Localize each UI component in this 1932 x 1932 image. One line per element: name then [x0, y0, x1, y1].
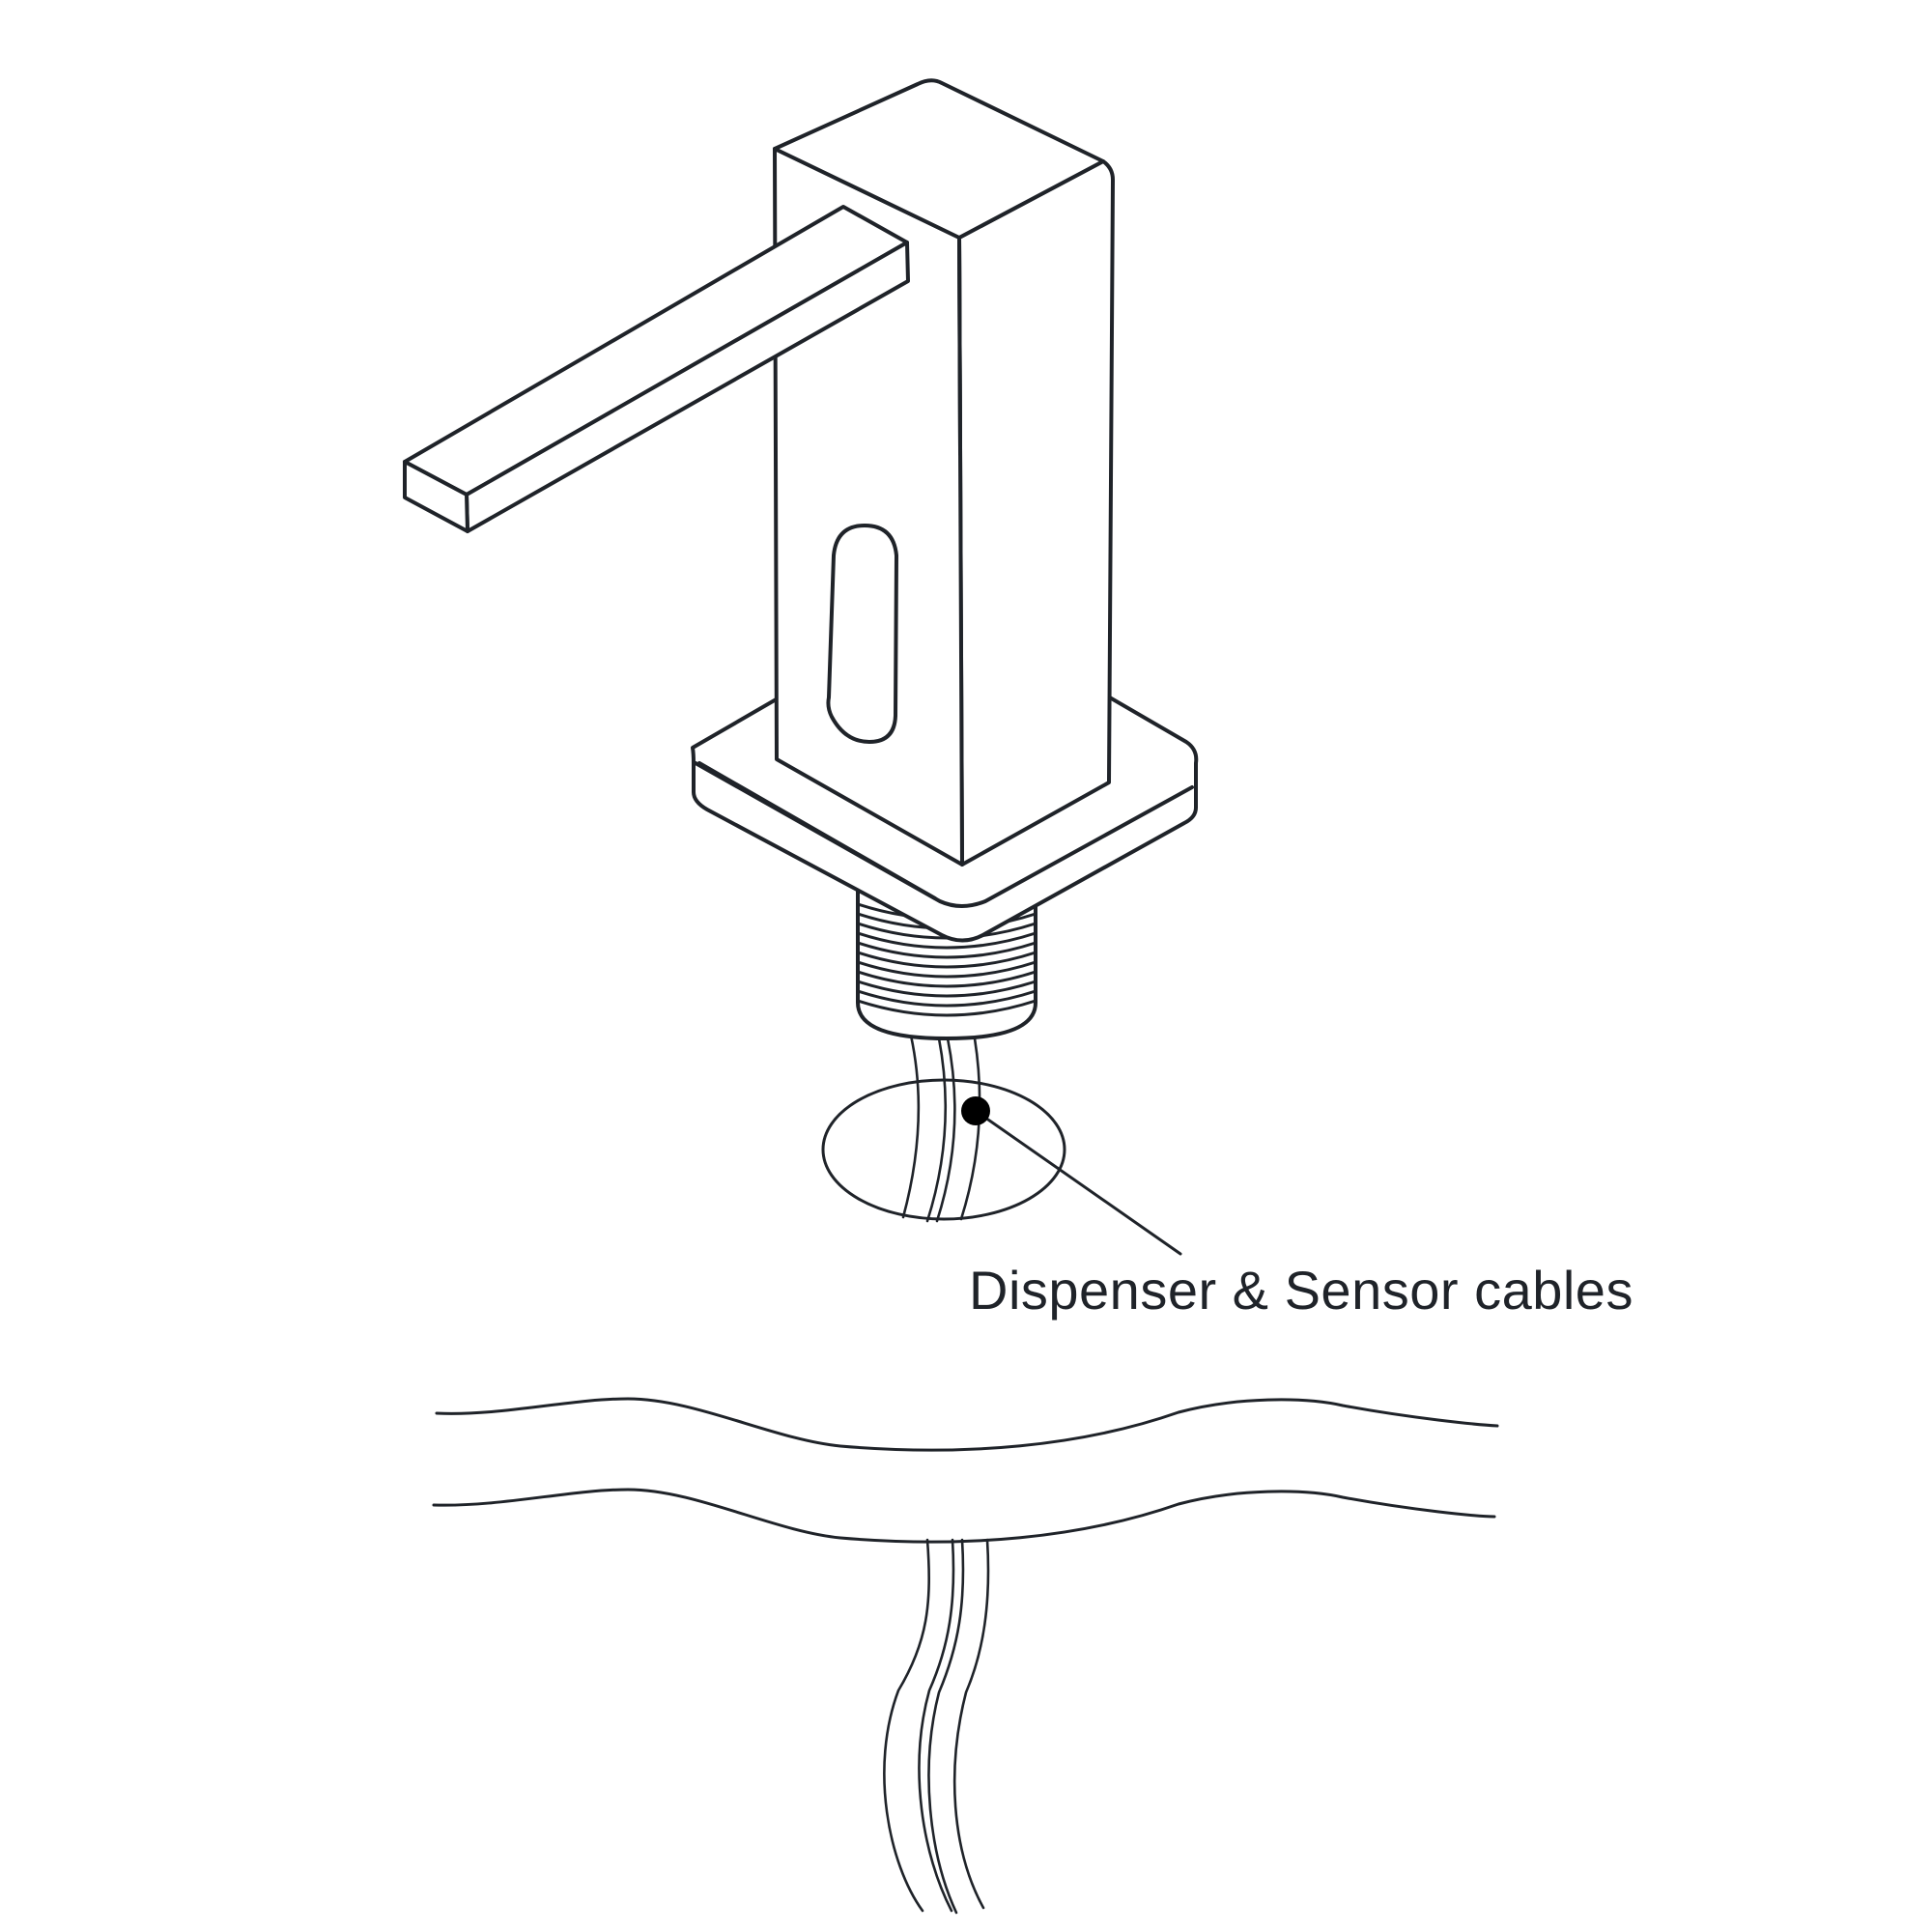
cables-upper — [901, 1034, 981, 1223]
sensor-window — [826, 524, 898, 744]
callout-label: Dispenser & Sensor cables — [969, 1260, 1634, 1321]
cables-lower — [883, 1538, 990, 1915]
countertop-section — [432, 1397, 1499, 1544]
callout-leader-line — [974, 1109, 1182, 1256]
dispenser-spout — [403, 205, 910, 533]
filled-circle-icon — [961, 1096, 990, 1125]
dispenser-body — [773, 78, 1115, 867]
